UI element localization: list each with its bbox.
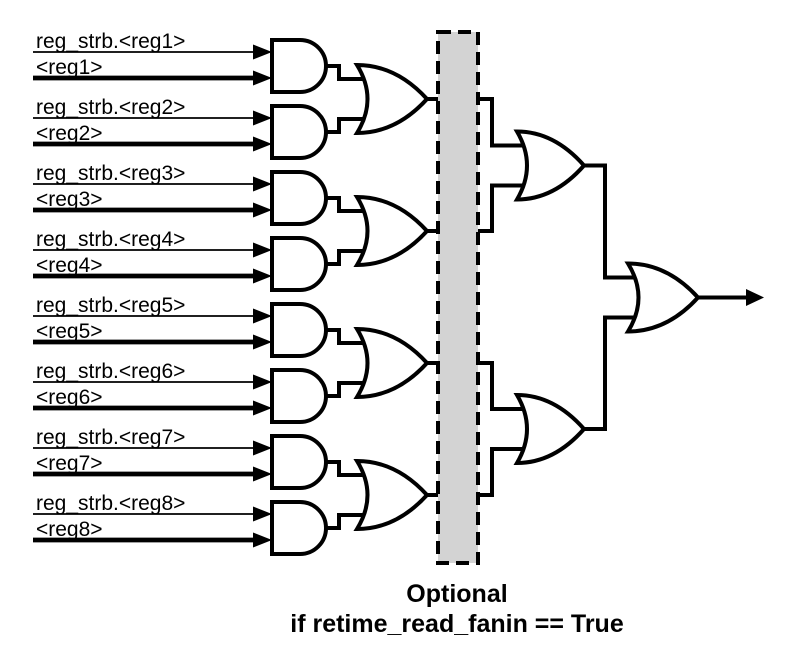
arrowhead-icon xyxy=(253,308,272,324)
input-label-strobe-reg6: reg_strb.<reg6> xyxy=(36,360,185,383)
input-label-strobe-reg1: reg_strb.<reg1> xyxy=(36,30,185,53)
arrowhead-icon xyxy=(253,400,272,416)
wire-and1-or1 xyxy=(326,64,368,81)
arrowhead-icon xyxy=(253,374,272,390)
input-label-value-reg3: <reg3> xyxy=(36,188,103,211)
input-label-strobe-reg7: reg_strb.<reg7> xyxy=(36,426,185,449)
wire-and8-or4 xyxy=(326,513,368,530)
wire-or5-final xyxy=(584,163,635,280)
input-label-value-reg4: <reg4> xyxy=(36,254,103,277)
wire-and2-or1 xyxy=(326,117,368,134)
wire-and4-or2 xyxy=(326,249,368,266)
or-gate-stage3-1 xyxy=(513,129,587,202)
input-label-value-reg2: <reg2> xyxy=(36,122,103,145)
arrowhead-icon xyxy=(253,506,272,522)
gates xyxy=(270,38,701,556)
arrowhead-icon xyxy=(253,44,272,60)
input-label-value-reg1: <reg1> xyxy=(36,56,103,79)
or-gate-stage3-2 xyxy=(513,392,587,466)
arrowhead-icon xyxy=(253,70,272,86)
wire-or6-final xyxy=(584,315,635,431)
arrowhead-icon xyxy=(253,268,272,284)
or-gate-stage2-2 xyxy=(353,194,430,268)
and-gate-1 xyxy=(270,38,328,94)
or-gate-final xyxy=(624,261,701,334)
wire-and5-or3 xyxy=(326,328,368,345)
caption: Optional if retime_read_fanin == True xyxy=(290,580,624,638)
and-gate-4 xyxy=(270,236,328,292)
input-wires xyxy=(33,51,256,543)
input-label-strobe-reg2: reg_strb.<reg2> xyxy=(36,96,185,119)
or-gate-stage2-4 xyxy=(353,458,430,532)
arrowhead-icon xyxy=(253,242,272,258)
or-gate-stage2-1 xyxy=(353,62,430,136)
and-gate-2 xyxy=(270,104,328,160)
arrowhead-icon xyxy=(253,202,272,218)
and-gate-6 xyxy=(270,368,328,424)
arrowhead-icon xyxy=(253,440,272,456)
caption-line2: if retime_read_fanin == True xyxy=(290,610,624,638)
interconnect-wires xyxy=(326,64,748,530)
signal-labels: reg_strb.<reg1> <reg1> reg_strb.<reg2> <… xyxy=(36,30,185,541)
or-gate-stage2-3 xyxy=(353,326,430,400)
input-label-value-reg7: <reg7> xyxy=(36,452,103,475)
arrowhead-icon xyxy=(253,176,272,192)
wire-box-or6-top xyxy=(478,361,524,411)
input-label-strobe-reg3: reg_strb.<reg3> xyxy=(36,162,185,185)
and-gate-8 xyxy=(270,500,328,556)
wire-box-or6-bottom xyxy=(478,447,524,497)
wire-and6-or3 xyxy=(326,381,368,398)
arrowhead-icon xyxy=(253,466,272,482)
optional-region xyxy=(436,30,480,565)
input-label-strobe-reg5: reg_strb.<reg5> xyxy=(36,294,185,317)
and-gate-5 xyxy=(270,302,328,358)
wire-box-or5-bottom xyxy=(478,183,524,233)
wire-box-or5-top xyxy=(478,97,524,148)
caption-line1: Optional xyxy=(406,580,507,608)
input-label-value-reg8: <reg8> xyxy=(36,518,103,541)
input-label-strobe-reg4: reg_strb.<reg4> xyxy=(36,228,185,251)
arrowhead-icon xyxy=(253,532,272,548)
input-label-strobe-reg8: reg_strb.<reg8> xyxy=(36,492,185,515)
arrowhead-icon xyxy=(253,334,272,350)
and-gate-7 xyxy=(270,434,328,490)
and-gate-3 xyxy=(270,170,328,226)
arrowhead-icon xyxy=(253,110,272,126)
output-arrowhead-icon xyxy=(746,289,764,306)
input-label-value-reg5: <reg5> xyxy=(36,320,103,343)
wire-and3-or2 xyxy=(326,196,368,213)
arrowheads xyxy=(253,44,764,548)
arrowhead-icon xyxy=(253,136,272,152)
wire-and7-or4 xyxy=(326,460,368,477)
input-label-value-reg6: <reg6> xyxy=(36,386,103,409)
